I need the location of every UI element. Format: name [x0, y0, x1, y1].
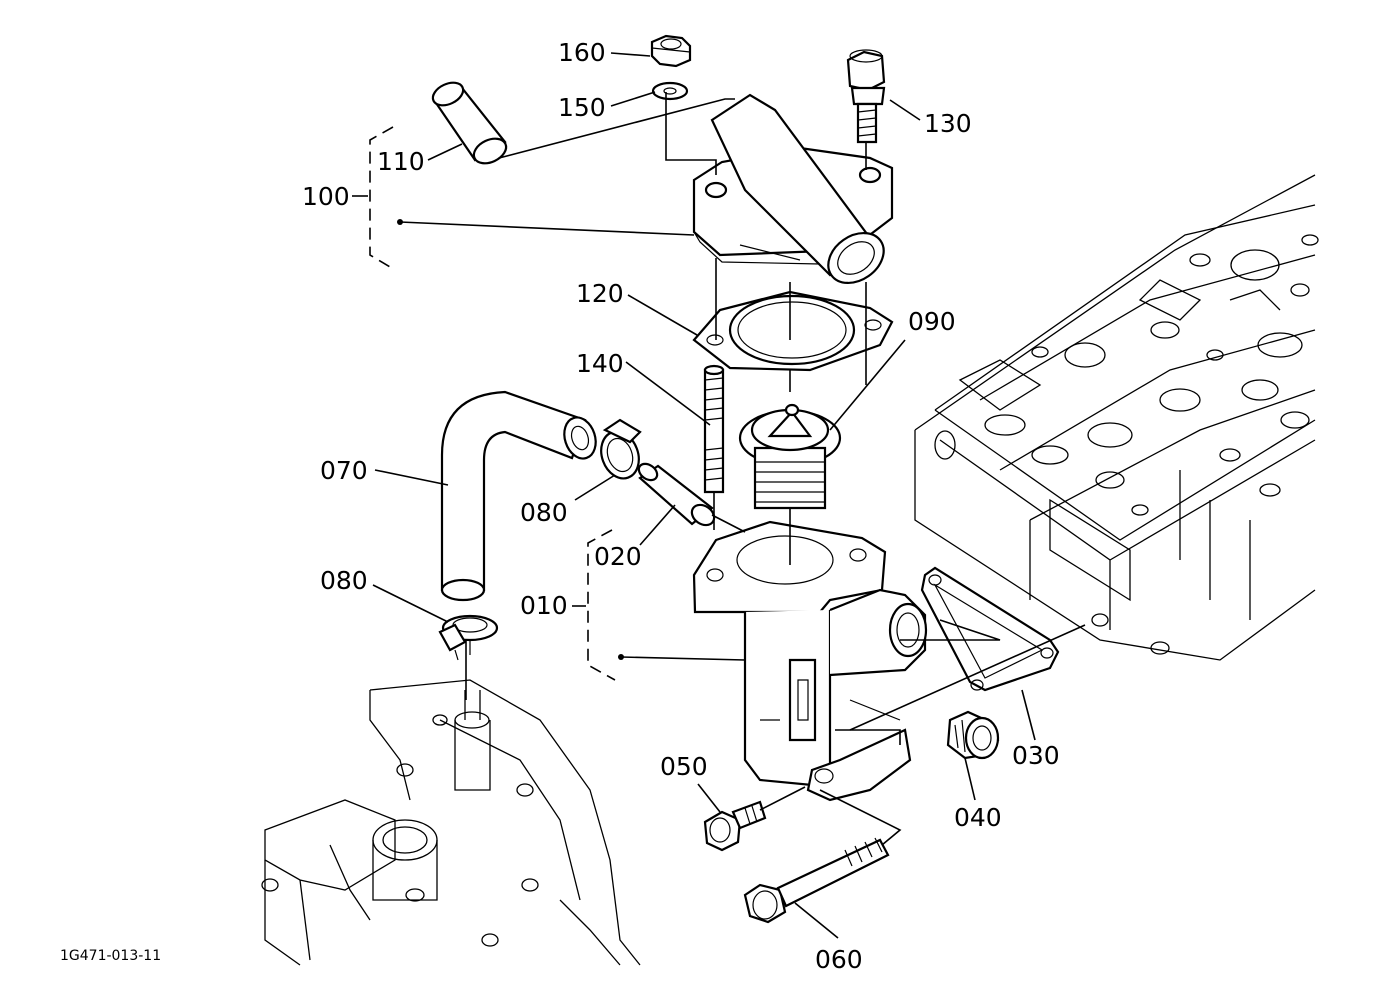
- label-150: 150: [558, 93, 606, 122]
- thermostat-090-part: [738, 403, 842, 510]
- leader-lines: [352, 52, 1036, 939]
- label-090: 090: [908, 307, 956, 336]
- bolt-050-part: [703, 800, 767, 852]
- label-110: 110: [377, 147, 425, 176]
- bolt-130-part: [846, 49, 886, 144]
- hose-070-part: [440, 390, 597, 602]
- label-160: 160: [558, 38, 606, 67]
- hose-110-part: [431, 81, 508, 165]
- plug-040-part: [946, 710, 1000, 760]
- label-060: 060: [815, 945, 863, 974]
- label-120: 120: [576, 279, 624, 308]
- gasket-030-part: [920, 566, 1060, 692]
- label-010: 010: [520, 591, 568, 620]
- label-020: 020: [594, 542, 642, 571]
- label-140: 140: [576, 349, 624, 378]
- clamp-080-lower-part: [438, 614, 499, 661]
- part-labels: 160 150 130 110 100 120 090 140 070 080 …: [302, 38, 1060, 974]
- thermostat-housing-010-part: [692, 520, 928, 802]
- label-080-lower: 080: [320, 566, 368, 595]
- water-pump-illustration: [261, 679, 641, 966]
- drawing-code: 1G471-013-11: [60, 948, 161, 964]
- label-080-upper: 080: [520, 498, 568, 527]
- clamp-080-upper-part: [600, 418, 642, 480]
- stud-140-part: [703, 364, 725, 494]
- label-030: 030: [1012, 741, 1060, 770]
- bracket-100: [369, 126, 396, 271]
- assembly-lines: [465, 92, 1086, 846]
- cylinder-head-illustration: [914, 174, 1319, 661]
- label-100: 100: [302, 182, 350, 211]
- bolt-060-part: [743, 837, 890, 924]
- washer-150-part: [651, 81, 689, 101]
- pipe-020-part: [637, 462, 716, 527]
- label-070: 070: [320, 456, 368, 485]
- gasket-120-part: [692, 290, 894, 372]
- label-040: 040: [954, 803, 1002, 832]
- nut-160-part: [650, 34, 692, 68]
- label-050: 050: [660, 752, 708, 781]
- thermostat-cover-100-part: [692, 93, 894, 285]
- label-130: 130: [924, 109, 972, 138]
